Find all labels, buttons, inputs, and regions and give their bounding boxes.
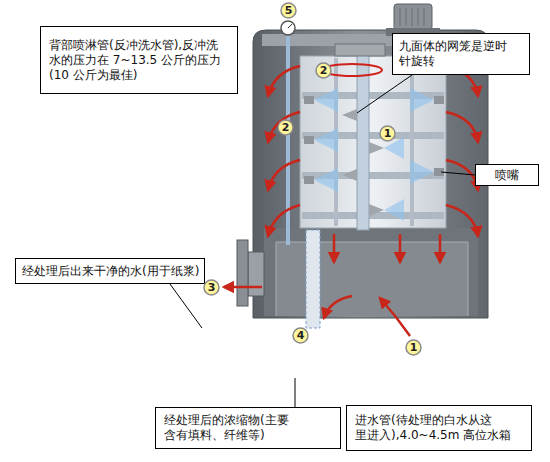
cone-nozzle xyxy=(342,109,357,121)
spray-fan xyxy=(314,128,338,152)
flow-arrow xyxy=(324,296,352,318)
spray-fan xyxy=(410,160,434,184)
callout-circle xyxy=(380,126,395,141)
flow-arrow xyxy=(446,205,478,236)
flow-arrow xyxy=(446,112,478,142)
outlet-pipe xyxy=(248,252,264,296)
callout-circle xyxy=(406,340,421,355)
outlet-flange xyxy=(237,240,248,306)
flow-arrow xyxy=(399,234,402,262)
cone-nozzle xyxy=(342,169,357,181)
flow-arrow xyxy=(224,286,262,289)
callout-number-text: 1 xyxy=(384,128,392,139)
spray-fan xyxy=(384,199,404,221)
concentrate-pipe xyxy=(306,230,320,328)
center-shaft xyxy=(357,44,369,230)
callout-number: 1 xyxy=(379,125,396,142)
flow-arrow xyxy=(268,66,300,96)
nozzle xyxy=(304,136,314,144)
callout-circle xyxy=(281,3,296,18)
callout-circle xyxy=(278,120,293,135)
flow-arrow xyxy=(439,234,442,262)
callout-number-text: 5 xyxy=(285,5,293,16)
callout-number: 2 xyxy=(315,62,332,79)
callout-number-text: 2 xyxy=(320,65,328,76)
callout-text: 九面体的网笼是逆时 针旋转 xyxy=(399,39,523,69)
leader-line xyxy=(295,378,296,407)
leader-line xyxy=(441,172,475,175)
lower-chamber xyxy=(264,228,478,316)
nozzle xyxy=(304,176,314,184)
spray-fan xyxy=(314,168,338,192)
cage-post xyxy=(410,58,414,226)
flow-arrow xyxy=(380,298,410,336)
callout-box: 经处理后出来干净的水(用于纸浆) xyxy=(15,258,205,284)
motor-fins xyxy=(400,8,424,26)
callout-circle xyxy=(204,280,219,295)
flow-arrows xyxy=(224,66,478,336)
cone-nozzle xyxy=(369,142,384,154)
flow-arrow xyxy=(268,112,300,142)
flow-arrow xyxy=(268,205,300,236)
spray-fan xyxy=(410,88,434,112)
leader-line xyxy=(170,284,202,328)
spray-pipe xyxy=(286,36,290,245)
coupling-plate xyxy=(335,44,385,56)
callout-number: 3 xyxy=(203,279,220,296)
pressure-gauge xyxy=(281,21,295,35)
callout-text: 经处理后出来干净的水(用于纸浆) xyxy=(22,264,199,279)
motor xyxy=(394,4,432,30)
callout-number-text: 2 xyxy=(282,122,290,133)
flow-arrow xyxy=(333,234,336,262)
callout-box: 经处理后的浓缩物(主要 含有填料、纤维等) xyxy=(155,407,341,449)
callout-number-text: 1 xyxy=(410,342,418,353)
mesh-cage xyxy=(300,56,446,228)
cone-nozzle xyxy=(369,204,384,216)
callout-number: 2 xyxy=(277,119,294,136)
callout-number: 1 xyxy=(405,339,422,356)
callout-box: 九面体的网笼是逆时 针旋转 xyxy=(392,33,530,75)
callout-box: 背部喷淋管(反冲洗水管),反冲洗 水的压力在 7~13.5 公斤的压力 (10 … xyxy=(40,26,238,94)
callout-circle xyxy=(293,328,308,343)
callout-number-text: 3 xyxy=(208,282,216,293)
callout-box: 进水管(待处理的白水从这 里进入),4.0~4.5m 高位水箱 xyxy=(346,405,532,451)
callout-text: 喷嘴 xyxy=(495,168,519,183)
callout-text: 经处理后的浓缩物(主要 含有填料、纤维等) xyxy=(164,413,332,443)
gauge-needle xyxy=(288,24,292,28)
callout-number: 5 xyxy=(280,2,297,19)
flow-arrow xyxy=(268,160,300,190)
callout-number-text: 4 xyxy=(297,330,305,341)
callout-text: 进水管(待处理的白水从这 里进入),4.0~4.5m 高位水箱 xyxy=(355,413,523,443)
nozzle xyxy=(434,96,444,104)
callout-text: 背部喷淋管(反冲洗水管),反冲洗 水的压力在 7~13.5 公斤的压力 (10 … xyxy=(49,38,229,83)
callout-number: 4 xyxy=(292,327,309,344)
leader-line xyxy=(357,75,412,113)
callout-box: 喷嘴 xyxy=(475,164,539,186)
leader-lines xyxy=(170,75,475,407)
nozzle xyxy=(304,96,314,104)
spray-fan xyxy=(314,88,338,112)
callout-circle xyxy=(316,63,331,78)
